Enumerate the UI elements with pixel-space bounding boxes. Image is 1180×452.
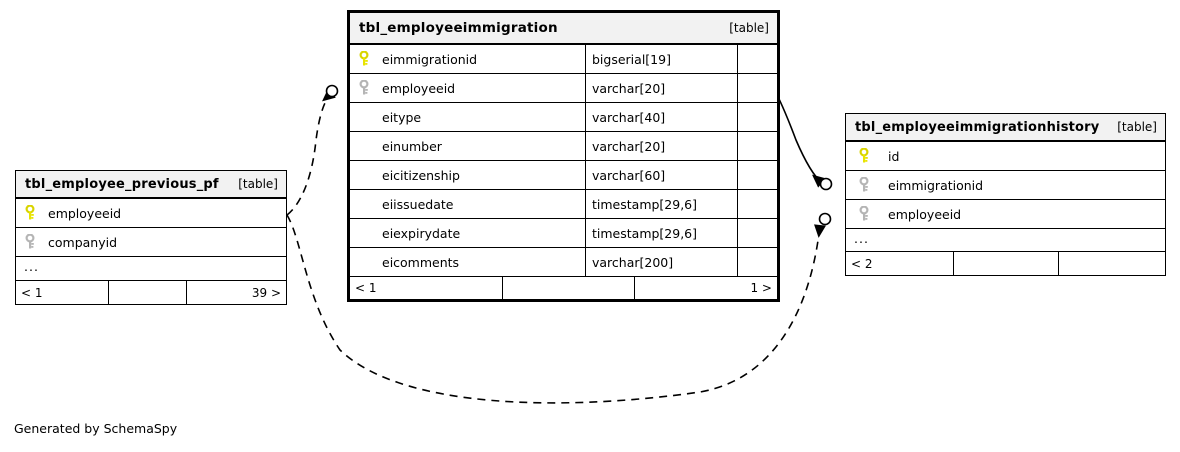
column-cell: eicomments: [350, 248, 585, 276]
footer-middle: [108, 281, 186, 304]
table-type-tag: [table]: [238, 177, 278, 191]
column-spacer: [737, 248, 777, 276]
foreign-key-icon: [858, 177, 880, 193]
foreign-key-icon: [358, 80, 380, 96]
column-name: eicomments: [382, 254, 460, 270]
table-header: tbl_employee_previous_pf [table]: [16, 171, 286, 199]
column-type: timestamp[29,6]: [585, 190, 737, 218]
column-name: eiexpirydate: [382, 225, 461, 241]
table-row[interactable]: employeeid varchar[20]: [350, 74, 777, 103]
table-row[interactable]: employeeid: [16, 199, 286, 228]
column-cell: einumber: [350, 132, 585, 160]
table-title: tbl_employeeimmigration: [359, 20, 558, 36]
column-type: bigserial[19]: [585, 45, 737, 73]
column-name: einumber: [382, 138, 442, 154]
table-title: tbl_employee_previous_pf: [25, 176, 219, 192]
footer-child-count: 39 >: [186, 281, 286, 304]
column-name: id: [888, 148, 900, 164]
more-columns-row: ...: [16, 257, 286, 281]
column-cell: eiexpirydate: [350, 219, 585, 247]
table-row[interactable]: eicomments varchar[200]: [350, 248, 777, 277]
column-cell: eimmigrationid: [350, 45, 585, 73]
column-spacer: [737, 161, 777, 189]
column-cell: id: [846, 142, 1165, 170]
column-spacer: [737, 219, 777, 247]
column-cell: eiissuedate: [350, 190, 585, 218]
table-row[interactable]: eicitizenship varchar[60]: [350, 161, 777, 190]
column-cell: eimmigrationid: [846, 171, 1165, 199]
table-row[interactable]: id: [846, 142, 1165, 171]
column-type: varchar[20]: [585, 74, 737, 102]
column-cell: eitype: [350, 103, 585, 131]
column-name: employeeid: [48, 205, 122, 221]
column-type: varchar[20]: [585, 132, 737, 160]
table-tbl_employeeimmigration[interactable]: tbl_employeeimmigration [table] eimmigra…: [347, 10, 780, 302]
table-type-tag: [table]: [1117, 120, 1157, 134]
column-spacer: [737, 103, 777, 131]
primary-key-icon: [358, 51, 380, 67]
table-row[interactable]: eiissuedate timestamp[29,6]: [350, 190, 777, 219]
column-spacer: [737, 45, 777, 73]
column-cell: employeeid: [846, 200, 1165, 228]
table-row[interactable]: einumber varchar[20]: [350, 132, 777, 161]
column-type: varchar[40]: [585, 103, 737, 131]
table-type-tag: [table]: [729, 21, 769, 35]
footer-middle: [502, 277, 634, 299]
column-spacer: [737, 190, 777, 218]
footer-parent-count: < 2: [851, 256, 873, 271]
column-name: employeeid: [382, 80, 456, 96]
footer-parent-count: < 1: [355, 281, 377, 295]
column-cell: employeeid: [16, 199, 286, 227]
table-title: tbl_employeeimmigrationhistory: [855, 119, 1100, 135]
table-row[interactable]: eitype varchar[40]: [350, 103, 777, 132]
table-row[interactable]: eiexpirydate timestamp[29,6]: [350, 219, 777, 248]
column-cell: eicitizenship: [350, 161, 585, 189]
more-columns-row: ...: [846, 229, 1165, 252]
table-header: tbl_employeeimmigration [table]: [350, 13, 777, 45]
table-footer: < 1 1 >: [350, 277, 777, 299]
column-name: eimmigrationid: [382, 51, 478, 67]
column-spacer: [737, 74, 777, 102]
column-name: employeeid: [888, 206, 962, 222]
table-footer: < 2: [846, 252, 1165, 275]
foreign-key-icon: [24, 234, 46, 250]
primary-key-icon: [24, 205, 46, 221]
column-name: eitype: [382, 109, 422, 125]
ellipsis-label: ...: [24, 259, 39, 274]
column-name: eimmigrationid: [888, 177, 984, 193]
column-spacer: [737, 132, 777, 160]
footer-middle: [953, 252, 1058, 275]
column-name: companyid: [48, 234, 118, 250]
column-name: eicitizenship: [382, 167, 460, 183]
column-type: timestamp[29,6]: [585, 219, 737, 247]
column-type: varchar[200]: [585, 248, 737, 276]
table-header: tbl_employeeimmigrationhistory [table]: [846, 114, 1165, 142]
column-name: eiissuedate: [382, 196, 454, 212]
table-tbl_employee_previous_pf[interactable]: tbl_employee_previous_pf [table] employe…: [15, 170, 287, 305]
table-row[interactable]: employeeid: [846, 200, 1165, 229]
footer-child-count: [1058, 252, 1165, 275]
ellipsis-label: ...: [854, 230, 869, 246]
generated-by-note: Generated by SchemaSpy: [14, 421, 178, 436]
table-footer: < 1 39 >: [16, 281, 286, 304]
primary-key-icon: [858, 148, 880, 164]
column-cell: employeeid: [350, 74, 585, 102]
table-row[interactable]: companyid: [16, 228, 286, 257]
footer-parent-count: < 1: [21, 285, 43, 300]
foreign-key-icon: [858, 206, 880, 222]
column-cell: companyid: [16, 228, 286, 256]
edge-prevpf-to-immigration: [286, 84, 339, 216]
table-tbl_employeeimmigrationhistory[interactable]: tbl_employeeimmigrationhistory [table] i…: [845, 113, 1166, 276]
table-row[interactable]: eimmigrationid: [846, 171, 1165, 200]
column-type: varchar[60]: [585, 161, 737, 189]
table-row[interactable]: eimmigrationid bigserial[19]: [350, 45, 777, 74]
footer-child-count: 1 >: [634, 277, 777, 299]
